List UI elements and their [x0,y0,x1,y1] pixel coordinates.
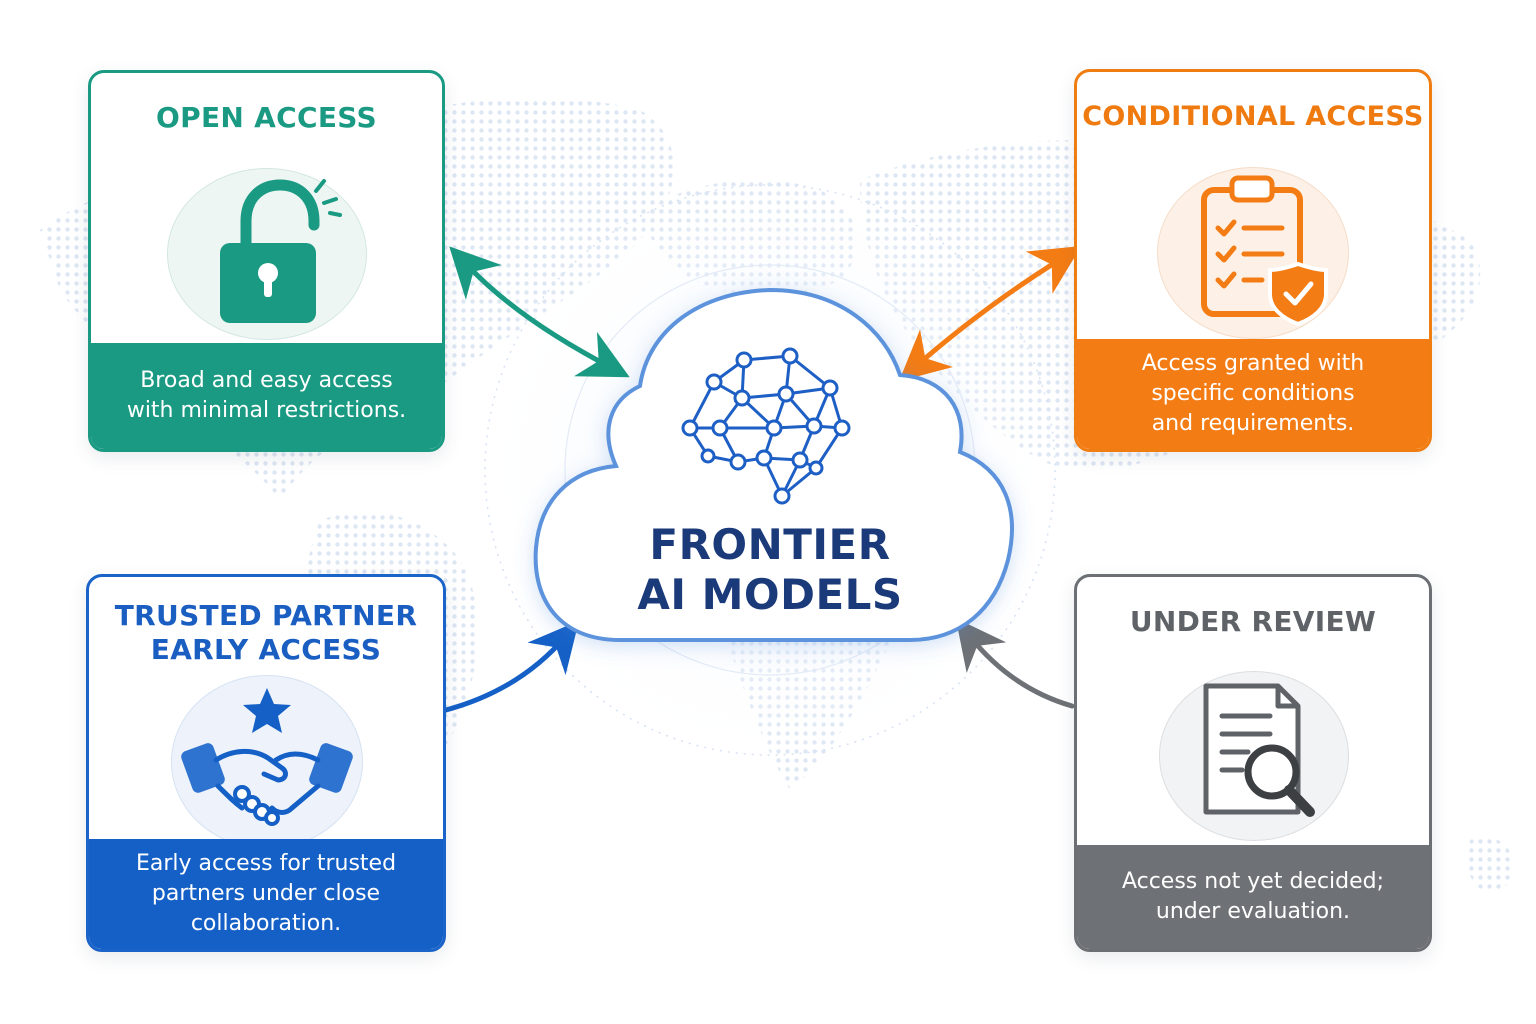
connector-conditional-access [898,245,1082,382]
card-conditional-description: Access granted with specific conditions … [1141,351,1365,436]
card-conditional-footer: Access granted with specific conditions … [1077,339,1429,449]
card-review-footer: Access not yet decided; under evaluation… [1077,845,1429,949]
card-review-description: Access not yet decided; under evaluation… [1121,869,1385,924]
card-trusted-title-line2: EARLY ACCESS [150,633,382,666]
card-under-review: UNDER REVIEW Access not yet decided; und… [1074,574,1432,952]
card-open-access: OPEN ACCESS Broad and easy access with m… [88,70,445,452]
card-open-footer: Broad and easy access with minimal restr… [91,343,442,449]
card-conditional-access: CONDITIONAL ACCESS Access granted with s… [1074,69,1432,452]
card-trusted-footer: Early access for trusted partners under … [89,839,443,949]
handshake-star-icon [171,675,363,849]
card-conditional-title: CONDITIONAL ACCESS [1082,101,1424,132]
hub-title-line1: FRONTIER [649,520,891,569]
hub-title-line2: AI MODELS [637,570,903,619]
island-east [1468,837,1513,893]
card-open-description: Broad and easy access with minimal restr… [126,368,407,423]
hub-title: FRONTIER AI MODELS [560,520,980,620]
connector-under-review [955,618,1075,709]
clipboard-shield-icon [1157,167,1349,339]
card-trusted-title: TRUSTED PARTNER EARLY ACCESS [89,599,443,667]
card-trusted-title-line1: TRUSTED PARTNER [114,599,418,632]
card-trusted-partner: TRUSTED PARTNER EARLY ACCESS Early acces… [86,574,446,952]
card-trusted-description: Early access for trusted partners under … [135,851,397,936]
connector-open-access [449,246,630,378]
unlocked-padlock-icon [167,168,367,340]
cloud-shape [533,287,1014,642]
connector-trusted-partner [443,620,579,713]
card-open-title: OPEN ACCESS [156,101,377,134]
document-magnifier-icon [1159,671,1349,841]
card-review-title: UNDER REVIEW [1129,605,1377,638]
